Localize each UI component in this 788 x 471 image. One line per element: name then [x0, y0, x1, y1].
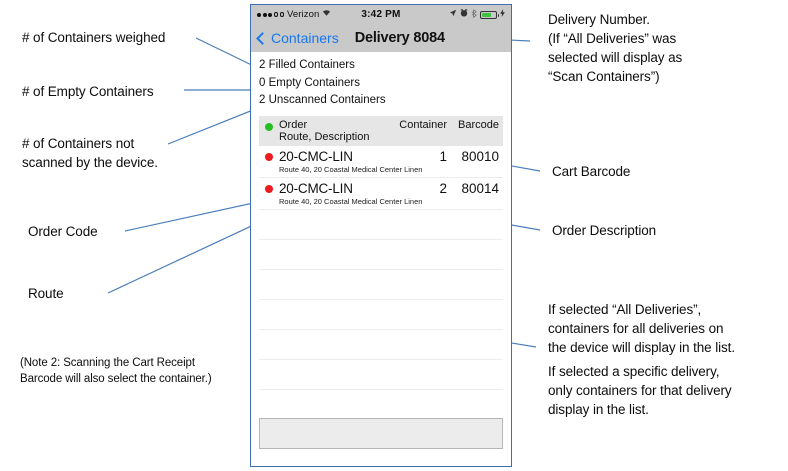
- column-header-container: Container: [399, 118, 447, 131]
- list-header-row: Order Container Barcode Route, Descripti…: [259, 115, 503, 146]
- cell-cart-barcode: 80010: [461, 148, 499, 164]
- container-counts: 2 Filled Containers 0 Empty Containers 2…: [251, 52, 511, 113]
- leader-containers-not-scanned: [167, 107, 259, 145]
- annotation-containers-not-scanned: # of Containers not scanned by the devic…: [22, 136, 158, 170]
- wifi-icon: [322, 9, 331, 20]
- alarm-clock-icon: [460, 9, 468, 20]
- container-list[interactable]: Order Container Barcode Route, Descripti…: [259, 115, 503, 390]
- chevron-left-icon: [256, 31, 269, 45]
- cell-order-code: 20-CMC-LIN: [279, 180, 353, 196]
- battery-icon: [480, 10, 499, 19]
- bluetooth-icon: [471, 8, 477, 21]
- cell-container-number: 1: [439, 148, 447, 164]
- location-arrow-icon: [449, 9, 457, 20]
- list-separator: [259, 358, 503, 360]
- empty-list-row: [259, 240, 503, 269]
- unscanned-containers-count: 2 Unscanned Containers: [259, 94, 386, 106]
- empty-list-row: [259, 210, 503, 239]
- table-row[interactable]: 20-CMC-LIN 1 80010 Route 40, 20 Coastal …: [259, 146, 503, 177]
- list-separator: [259, 298, 503, 300]
- charging-bolt-icon: [500, 9, 505, 20]
- annotation-empty-containers: # of Empty Containers: [22, 84, 154, 99]
- status-dot-red-icon: [265, 152, 273, 161]
- filled-containers-count: 2 Filled Containers: [259, 59, 355, 71]
- column-header-subtitle: Route, Description: [279, 130, 370, 143]
- status-bar: Verizon 3:42 PM: [251, 5, 511, 24]
- back-button-label: Containers: [271, 30, 339, 46]
- annotation-specific-delivery-behavior: If selected a specific delivery, only co…: [548, 364, 732, 417]
- cell-cart-barcode: 80014: [461, 180, 499, 196]
- annotation-cart-barcode: Cart Barcode: [552, 164, 631, 179]
- empty-list-row: [259, 330, 503, 359]
- list-separator: [259, 238, 503, 240]
- empty-list-row: [259, 300, 503, 329]
- status-bar-right: [449, 8, 505, 21]
- empty-list-row: [259, 270, 503, 299]
- annotation-all-deliveries-behavior: If selected “All Deliveries”, containers…: [548, 302, 735, 355]
- navigation-bar: Containers Delivery 8084: [251, 24, 511, 52]
- annotation-order-code: Order Code: [28, 224, 98, 239]
- list-separator: [259, 268, 503, 270]
- signal-strength-icon: [257, 12, 284, 17]
- annotation-note-2: (Note 2: Scanning the Cart Receipt Barco…: [20, 357, 212, 385]
- list-separator: [259, 388, 503, 390]
- list-separator: [259, 208, 503, 210]
- back-button[interactable]: Containers: [256, 30, 339, 46]
- annotation-containers-weighed: # of Containers weighed: [22, 30, 166, 45]
- list-separator: [259, 176, 503, 178]
- cell-order-code: 20-CMC-LIN: [279, 148, 353, 164]
- clock-label: 3:42 PM: [361, 9, 401, 20]
- cell-order-description: Route 40, 20 Coastal Medical Center Line…: [279, 164, 423, 174]
- table-row[interactable]: 20-CMC-LIN 2 80014 Route 40, 20 Coastal …: [259, 178, 503, 209]
- page-title: Delivery 8084: [354, 30, 445, 46]
- cell-container-number: 2: [439, 180, 447, 196]
- carrier-label: Verizon: [287, 9, 320, 20]
- annotation-delivery-number: Delivery Number. (If “All Deliveries” wa…: [548, 12, 683, 84]
- empty-list-row: [259, 360, 503, 389]
- list-separator: [259, 328, 503, 330]
- barcode-scan-input[interactable]: [259, 418, 503, 449]
- status-dot-red-icon: [265, 184, 273, 193]
- empty-containers-count: 0 Empty Containers: [259, 76, 360, 89]
- phone-screenshot: Verizon 3:42 PM: [250, 4, 512, 467]
- column-header-barcode: Barcode: [458, 118, 499, 131]
- column-header-order: Order: [279, 118, 308, 131]
- status-dot-green-icon: [265, 122, 273, 131]
- cell-order-description: Route 40, 20 Coastal Medical Center Line…: [279, 196, 423, 206]
- status-bar-left: Verizon: [257, 9, 331, 20]
- annotation-order-description: Order Description: [552, 223, 657, 238]
- annotation-route: Route: [28, 286, 64, 301]
